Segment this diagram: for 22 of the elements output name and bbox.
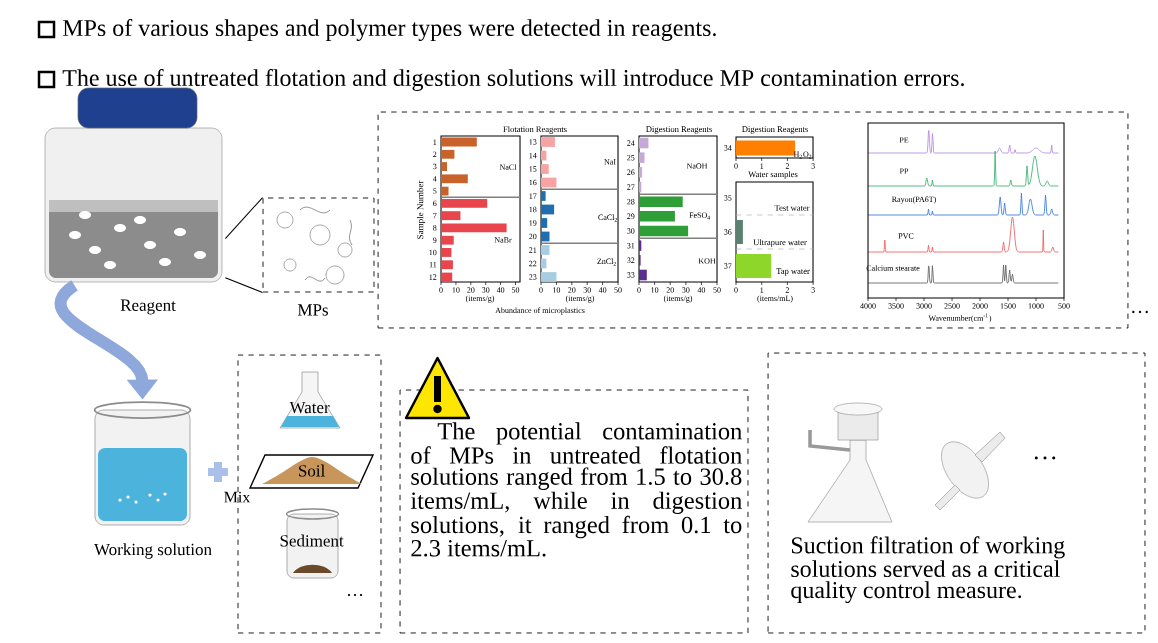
node-label: MPs	[297, 304, 328, 316]
bullet-text: The use of untreated flotation and digestion solutions will introduce MP contamination errors.	[62, 68, 964, 92]
group-label: Ultrapure water	[753, 239, 807, 247]
ellipsis: …	[1034, 456, 1056, 460]
axis-title: Sample Number	[416, 180, 426, 239]
leader-line	[224, 197, 264, 240]
text-box: The potential contamination of MPs in untreated flotation solutions ranged from 1.5 to 30.8 items/mL, while in digestion solutions, it ranged from 0.1 to 2.3 items/mL.	[399, 389, 749, 634]
node-label: Reagent	[120, 299, 176, 315]
group-label: Tap water	[776, 268, 810, 276]
node-label: Working solution	[94, 543, 212, 559]
sample-label: Soil	[299, 464, 325, 477]
bullet-text: MPs of various shapes and polymer types were detected in reagents.	[62, 18, 716, 42]
sample-label: Sediment	[280, 534, 344, 547]
panel-title: Flotation Reagents	[503, 126, 567, 134]
group-label: Test water	[774, 205, 810, 211]
panel-title: Digestion Reagents	[742, 126, 808, 134]
panel-title: Water samples	[748, 171, 798, 179]
leader-line	[224, 277, 264, 293]
sample-label: Water	[289, 401, 330, 414]
panel-title: Digestion Reagents	[646, 126, 712, 134]
node-label: …	[1132, 310, 1148, 314]
mix-label: Mix	[224, 491, 251, 503]
